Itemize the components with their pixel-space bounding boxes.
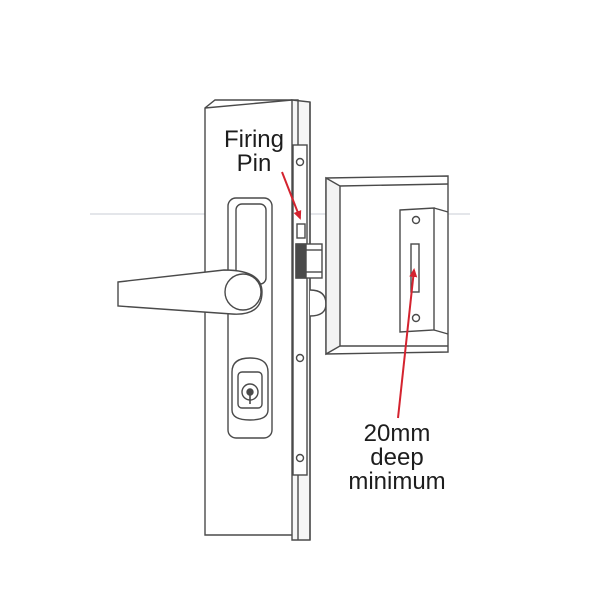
- firing-pin: [296, 223, 306, 239]
- depth-label-line-1: 20mm: [363, 420, 431, 447]
- depth-label-line-2: deep: [370, 444, 424, 471]
- deadbolt: [309, 289, 327, 317]
- depth-label: 20mm deep minimum: [332, 422, 462, 494]
- latch-bolt: [295, 243, 323, 279]
- strike-screw-bottom: [411, 313, 421, 323]
- depth-label-line-3: minimum: [348, 468, 446, 495]
- faceplate-screw-bottom: [295, 453, 305, 463]
- firing-pin-label-line-2: Pin: [236, 150, 272, 177]
- firing-pin-label: Firing Pin: [214, 128, 294, 176]
- faceplate-screw-mid: [295, 353, 305, 363]
- strike-slot: [410, 243, 420, 293]
- firing-pin-label-line-1: Firing: [223, 126, 284, 153]
- faceplate-screw-top: [295, 157, 305, 167]
- firing-pin-arrow: [281, 171, 302, 220]
- door-frame-strike: [325, 175, 449, 356]
- strike-screw-top: [411, 215, 421, 225]
- lever-handle: [117, 269, 263, 315]
- depth-arrow: [397, 268, 418, 419]
- lock-faceplate: [292, 144, 308, 476]
- key-cylinder: [231, 357, 269, 421]
